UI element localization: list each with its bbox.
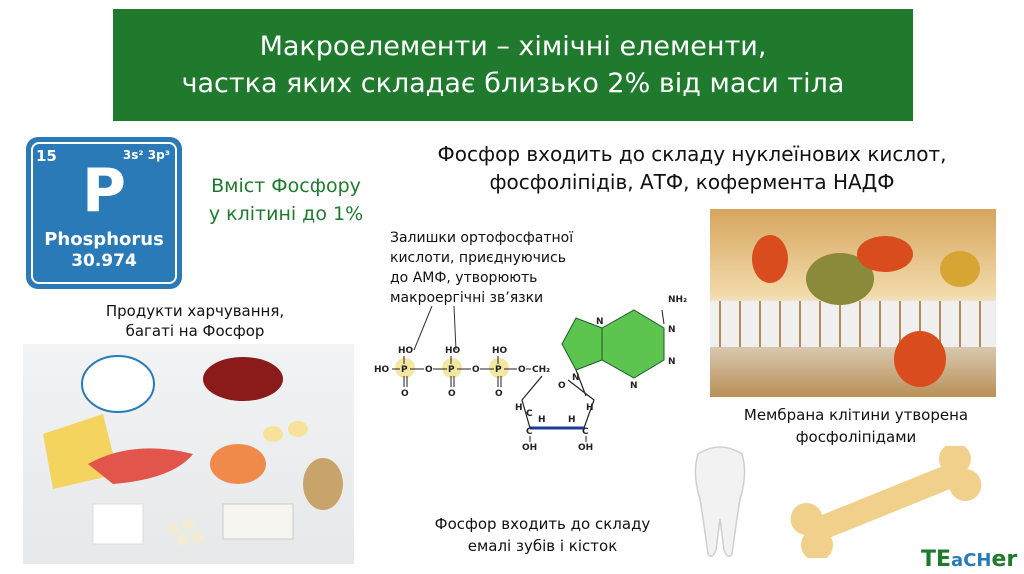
atp-caption-line-4: макроергічні зв’язки bbox=[390, 290, 544, 306]
ring-o-label: O bbox=[558, 381, 566, 391]
food-illustration bbox=[43, 355, 343, 545]
enamel-caption: Фосфор входить до складу емалі зубів і к… bbox=[405, 513, 680, 557]
food-caption: Продукти харчування, багаті на Фосфор bbox=[60, 301, 330, 341]
phosphate-2-highlight bbox=[442, 358, 462, 378]
food-photo bbox=[23, 344, 354, 564]
p-label-1: P bbox=[401, 365, 408, 375]
atp-caption: Залишки ортофосфатної кислоти, приєднуюч… bbox=[390, 228, 630, 308]
main-statement-line-2: фосфоліпідів, АТФ, кофермента НАДФ bbox=[489, 170, 895, 194]
ch2-label: CH₂ bbox=[532, 365, 550, 375]
element-name: Phosphorus bbox=[44, 229, 164, 250]
ring-h-1: H bbox=[515, 403, 523, 413]
membrane-caption-line-1: Мембрана клітини утворена bbox=[743, 406, 969, 424]
enamel-caption-line-2: емалі зубів і кісток bbox=[467, 537, 618, 555]
tooth-icon bbox=[694, 446, 746, 557]
logo-part-1: TE bbox=[921, 547, 952, 572]
atomic-mass: 30.974 bbox=[71, 251, 137, 271]
logo-part-3: er bbox=[991, 547, 1018, 572]
membrane-drawing bbox=[710, 235, 996, 387]
electron-config: 3s² 3p³ bbox=[122, 148, 170, 162]
phosphorus-content-note: Вміст Фосфору у клітині до 1% bbox=[190, 172, 382, 228]
adenine-six-ring bbox=[601, 309, 665, 379]
adenine-five-ring bbox=[561, 317, 603, 371]
teacher-logo: TEaCHer bbox=[921, 548, 1017, 573]
o-below-2: O bbox=[448, 389, 456, 399]
main-statement-line-1: Фосфор входить до складу нуклеїнових кис… bbox=[437, 142, 947, 166]
n-label-5: N bbox=[572, 373, 580, 383]
p-label-3: P bbox=[495, 365, 502, 375]
enamel-caption-line-1: Фосфор входить до складу bbox=[434, 515, 651, 533]
atomic-number: 15 bbox=[36, 147, 57, 165]
atp-caption-line-2: кислоти, приєднуючись bbox=[390, 250, 566, 266]
bone-icon bbox=[790, 446, 982, 558]
arrow-2 bbox=[453, 305, 457, 351]
o-label-2: O bbox=[472, 365, 480, 375]
oh-label-1: OH bbox=[522, 443, 537, 453]
slide-header: Макроелементи – хімічні елементи, частка… bbox=[113, 9, 913, 121]
phosphorus-element-card: 15 3s² 3p³ P Phosphorus 30.974 bbox=[26, 137, 182, 289]
ring-c-3: C bbox=[582, 427, 589, 437]
logo-part-2: aCH bbox=[951, 550, 992, 571]
element-symbol: P bbox=[82, 156, 126, 226]
arrow-1 bbox=[413, 305, 433, 351]
n-label-2: N bbox=[668, 325, 676, 335]
food-caption-line-1: Продукти харчування, bbox=[105, 302, 285, 320]
atp-caption-line-3: до АМФ, утворюють bbox=[390, 270, 538, 286]
n-label-4: N bbox=[630, 381, 638, 391]
oh-label-2: OH bbox=[578, 443, 593, 453]
n-label-3: N bbox=[668, 357, 676, 367]
p-label-2: P bbox=[448, 365, 455, 375]
o-label-1: O bbox=[425, 365, 433, 375]
o-below-3: O bbox=[495, 389, 503, 399]
content-note-line-1: Вміст Фосфору bbox=[211, 175, 361, 197]
nh2-label: NH₂ bbox=[668, 295, 687, 305]
ho-label-3: HO bbox=[492, 346, 508, 356]
ring-h-2: H bbox=[538, 415, 546, 425]
ho-label-1: HO bbox=[398, 346, 414, 356]
ho-label-left: HO bbox=[374, 365, 390, 375]
food-caption-line-2: багаті на Фосфор bbox=[125, 322, 265, 340]
ring-c-1: C bbox=[526, 409, 533, 419]
phosphate-1-highlight bbox=[395, 358, 415, 378]
o-below-1: O bbox=[401, 389, 409, 399]
n-label-1: N bbox=[596, 317, 604, 327]
ring-c-2: C bbox=[526, 427, 533, 437]
membrane-caption: Мембрана клітини утворена фосфоліпідами bbox=[706, 404, 1006, 448]
ho-label-2: HO bbox=[445, 346, 461, 356]
header-line-2: частка яких складає близько 2% від маси … bbox=[181, 68, 845, 99]
phosphate-3-highlight bbox=[489, 358, 509, 378]
element-card-frame bbox=[31, 142, 177, 284]
o-label-3: O bbox=[518, 365, 526, 375]
main-statement: Фосфор входить до складу нуклеїнових кис… bbox=[388, 140, 996, 196]
ring-h-4: H bbox=[586, 403, 594, 413]
membrane-illustration bbox=[710, 209, 996, 397]
content-note-line-2: у клітині до 1% bbox=[208, 203, 364, 225]
header-line-1: Макроелементи – хімічні елементи, bbox=[259, 31, 767, 62]
atp-structure-diagram: HO HO HO HO P O P O P O CH₂ O O O O H C bbox=[374, 295, 687, 453]
ring-h-3: H bbox=[568, 415, 576, 425]
membrane-caption-line-2: фосфоліпідами bbox=[795, 428, 917, 446]
atp-caption-line-1: Залишки ортофосфатної bbox=[390, 230, 574, 246]
